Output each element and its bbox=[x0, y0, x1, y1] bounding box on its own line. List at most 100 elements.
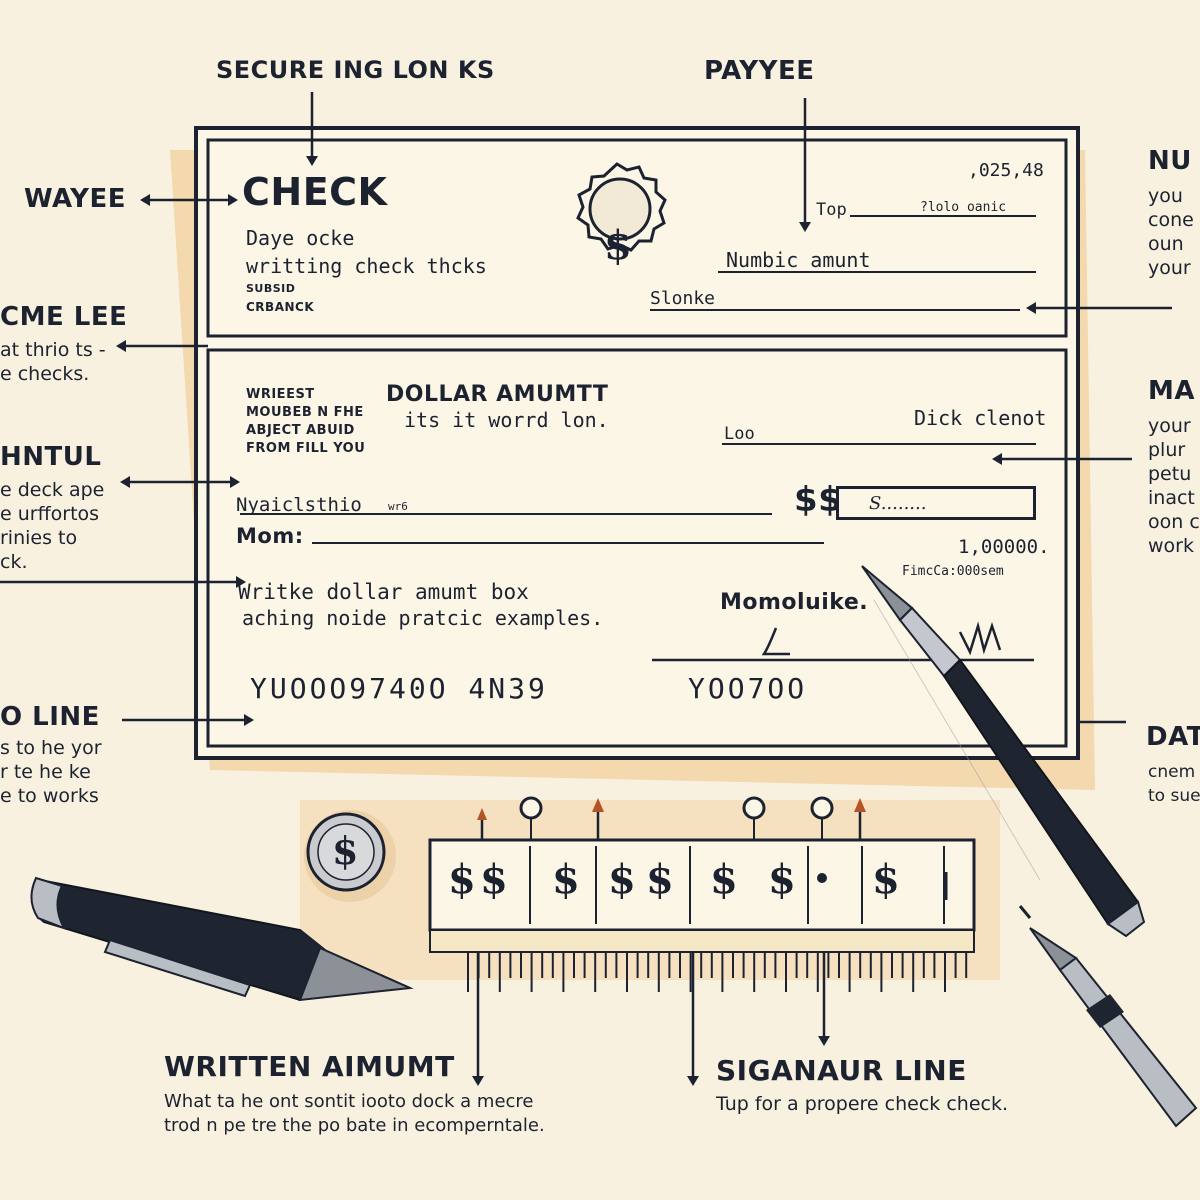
label-payee-top: PAYYEE bbox=[704, 56, 815, 86]
check-small-1: SUBSID bbox=[246, 282, 296, 295]
label-number-right-desc: you cone oun your bbox=[1148, 184, 1194, 280]
signature-top-label: Slonke bbox=[650, 288, 716, 309]
desc-line: trod n pe tre the po bate in ecomperntal… bbox=[164, 1115, 545, 1136]
desc-line: cone bbox=[1148, 209, 1194, 231]
memo-line-text: ABJECT ABUID bbox=[246, 423, 355, 438]
memo-line-text: FROM FILL YOU bbox=[246, 441, 366, 456]
memo-instructions-block: WRIEEST MOUBEB N FHE ABJECT ABUID FROM F… bbox=[246, 386, 365, 458]
label-hntul-desc: e deck ape e urffortos rinies to ck. bbox=[0, 478, 104, 574]
desc-line: oon c bbox=[1148, 511, 1200, 533]
ruler-symbol: $ bbox=[646, 856, 674, 903]
desc-line: e to works bbox=[0, 785, 99, 807]
label-secure-links: SECURE ING LON KS bbox=[216, 56, 495, 84]
desc-line: petu bbox=[1148, 463, 1192, 485]
pen-left-icon bbox=[30, 876, 414, 1002]
check-top-panel bbox=[206, 138, 1068, 338]
pay-line-small: wr6 bbox=[388, 500, 408, 513]
micr-routing-number: YUOOO9740O 4N39 bbox=[250, 672, 548, 705]
amount-box: S........ bbox=[836, 486, 1036, 520]
desc-line: inact bbox=[1148, 487, 1195, 509]
memo-line-text: WRIEEST bbox=[246, 387, 315, 402]
top-line-value: ?lolo oanic bbox=[920, 200, 1007, 215]
check-subtitle-1: Daye ocke bbox=[246, 226, 355, 250]
label-signature-line: SIGANAUR LINE bbox=[716, 1054, 967, 1087]
desc-line: to sue bbox=[1148, 786, 1200, 806]
memo-right-label: Momoluike. bbox=[720, 590, 869, 615]
desc-line: e deck ape bbox=[0, 479, 105, 501]
instruction-line-2: aching noide pratcic examples. bbox=[242, 606, 604, 630]
check-number: ,025,48 bbox=[968, 160, 1044, 181]
label-number-right: NU bbox=[1148, 146, 1192, 176]
check-subtitle-2: writting check thcks bbox=[246, 254, 487, 278]
desc-line: plur bbox=[1148, 439, 1186, 461]
desc-line: What ta he ont sontit iooto dock a mecre bbox=[164, 1091, 534, 1112]
label-line-left-desc: s to he yor r te he ke e to works bbox=[0, 736, 102, 808]
dollar-amount-heading: DOLLAR AMUMTT bbox=[386, 382, 609, 407]
ruler-arrow-heads bbox=[477, 798, 866, 820]
micr-account-number: YOO7OO bbox=[688, 672, 808, 705]
label-memo-left-desc: at thrio ts - e checks. bbox=[0, 338, 106, 386]
memo-label: Mom: bbox=[236, 524, 304, 548]
signature-scribble bbox=[761, 621, 1002, 656]
label-ma-right-desc: your plur petu inact oon c work bbox=[1148, 414, 1200, 558]
ruler-symbol: $ bbox=[872, 856, 900, 903]
desc-line: rinies to bbox=[0, 527, 78, 549]
check-title: CHECK bbox=[242, 170, 388, 214]
ruler-strip bbox=[428, 796, 976, 953]
amount-numeric: 1,00000. bbox=[958, 536, 1050, 558]
desc-line: r te he ke bbox=[0, 761, 91, 783]
label-written-amount: WRITTEN AIMUMT bbox=[164, 1050, 455, 1083]
desc-line: e checks. bbox=[0, 363, 90, 385]
label-wayee: WAYEE bbox=[24, 184, 126, 214]
instruction-line-1: Writke dollar amumt box bbox=[238, 580, 529, 604]
numeric-amount-label: Numbic amunt bbox=[726, 248, 871, 272]
label-memo-left: CME LEE bbox=[0, 302, 128, 332]
callout-arrows bbox=[0, 92, 1172, 1080]
currency-symbol: $$ bbox=[794, 480, 843, 520]
desc-line: e urffortos bbox=[0, 503, 100, 525]
label-written-amount-desc: What ta he ont sontit iooto dock a mecre… bbox=[164, 1090, 545, 1138]
pen-right-icon bbox=[861, 565, 1146, 938]
label-date-right: DAT bbox=[1146, 722, 1200, 752]
ruler-symbol: $ bbox=[480, 856, 508, 903]
label-line-left: O LINE bbox=[0, 702, 100, 732]
barcode-ticks bbox=[467, 952, 968, 992]
ruler-symbol: $ bbox=[608, 856, 636, 903]
label-signature-line-desc: Tup for a propere check check. bbox=[716, 1092, 1008, 1116]
label-ma-right: MA bbox=[1148, 376, 1195, 406]
desc-line: you bbox=[1148, 185, 1183, 207]
amount-fine-print: FimcCa:000sem bbox=[902, 564, 1004, 579]
pay-line-label: Nyaiclsthio bbox=[236, 494, 362, 516]
desc-line: ck. bbox=[0, 551, 28, 573]
desc-line: oun bbox=[1148, 233, 1184, 255]
dollar-seal-icon bbox=[576, 162, 667, 252]
seal-dollar-symbol: $ bbox=[604, 222, 632, 269]
desc-line: Tup for a propere check check. bbox=[716, 1093, 1008, 1115]
ruler-symbol: $ bbox=[710, 856, 738, 903]
check-bottom-panel bbox=[206, 348, 1068, 748]
dollar-amount-sub: its it worrd lon. bbox=[404, 408, 609, 432]
check-small-2: CRBANCK bbox=[246, 300, 315, 314]
top-line-label: Top bbox=[816, 200, 847, 220]
coin-icon bbox=[304, 810, 396, 902]
desc-line: your bbox=[1148, 257, 1191, 279]
desc-line: cnem bbox=[1148, 762, 1196, 782]
desc-line: s to he yor bbox=[0, 737, 102, 759]
memo-line-text: MOUBEB N FHE bbox=[246, 405, 364, 420]
desc-line: work bbox=[1148, 535, 1194, 557]
ruler-symbol: $ bbox=[768, 856, 796, 903]
lo-label: Loo bbox=[724, 424, 755, 444]
amount-box-text: S........ bbox=[869, 493, 927, 514]
label-date-right-desc: cnem to sue bbox=[1148, 760, 1200, 808]
arrow-heads bbox=[116, 156, 1036, 1086]
coin-dollar-symbol: $ bbox=[332, 828, 359, 873]
ruler-symbol: $ bbox=[448, 856, 476, 903]
label-hntul: HNTUL bbox=[0, 442, 102, 472]
desc-line: at thrio ts - bbox=[0, 339, 106, 361]
pen-bottom-right-icon bbox=[1018, 905, 1198, 1128]
dick-label: Dick clenot bbox=[914, 406, 1047, 430]
ruler-symbol: $ bbox=[552, 856, 580, 903]
desc-line: your bbox=[1148, 415, 1191, 437]
